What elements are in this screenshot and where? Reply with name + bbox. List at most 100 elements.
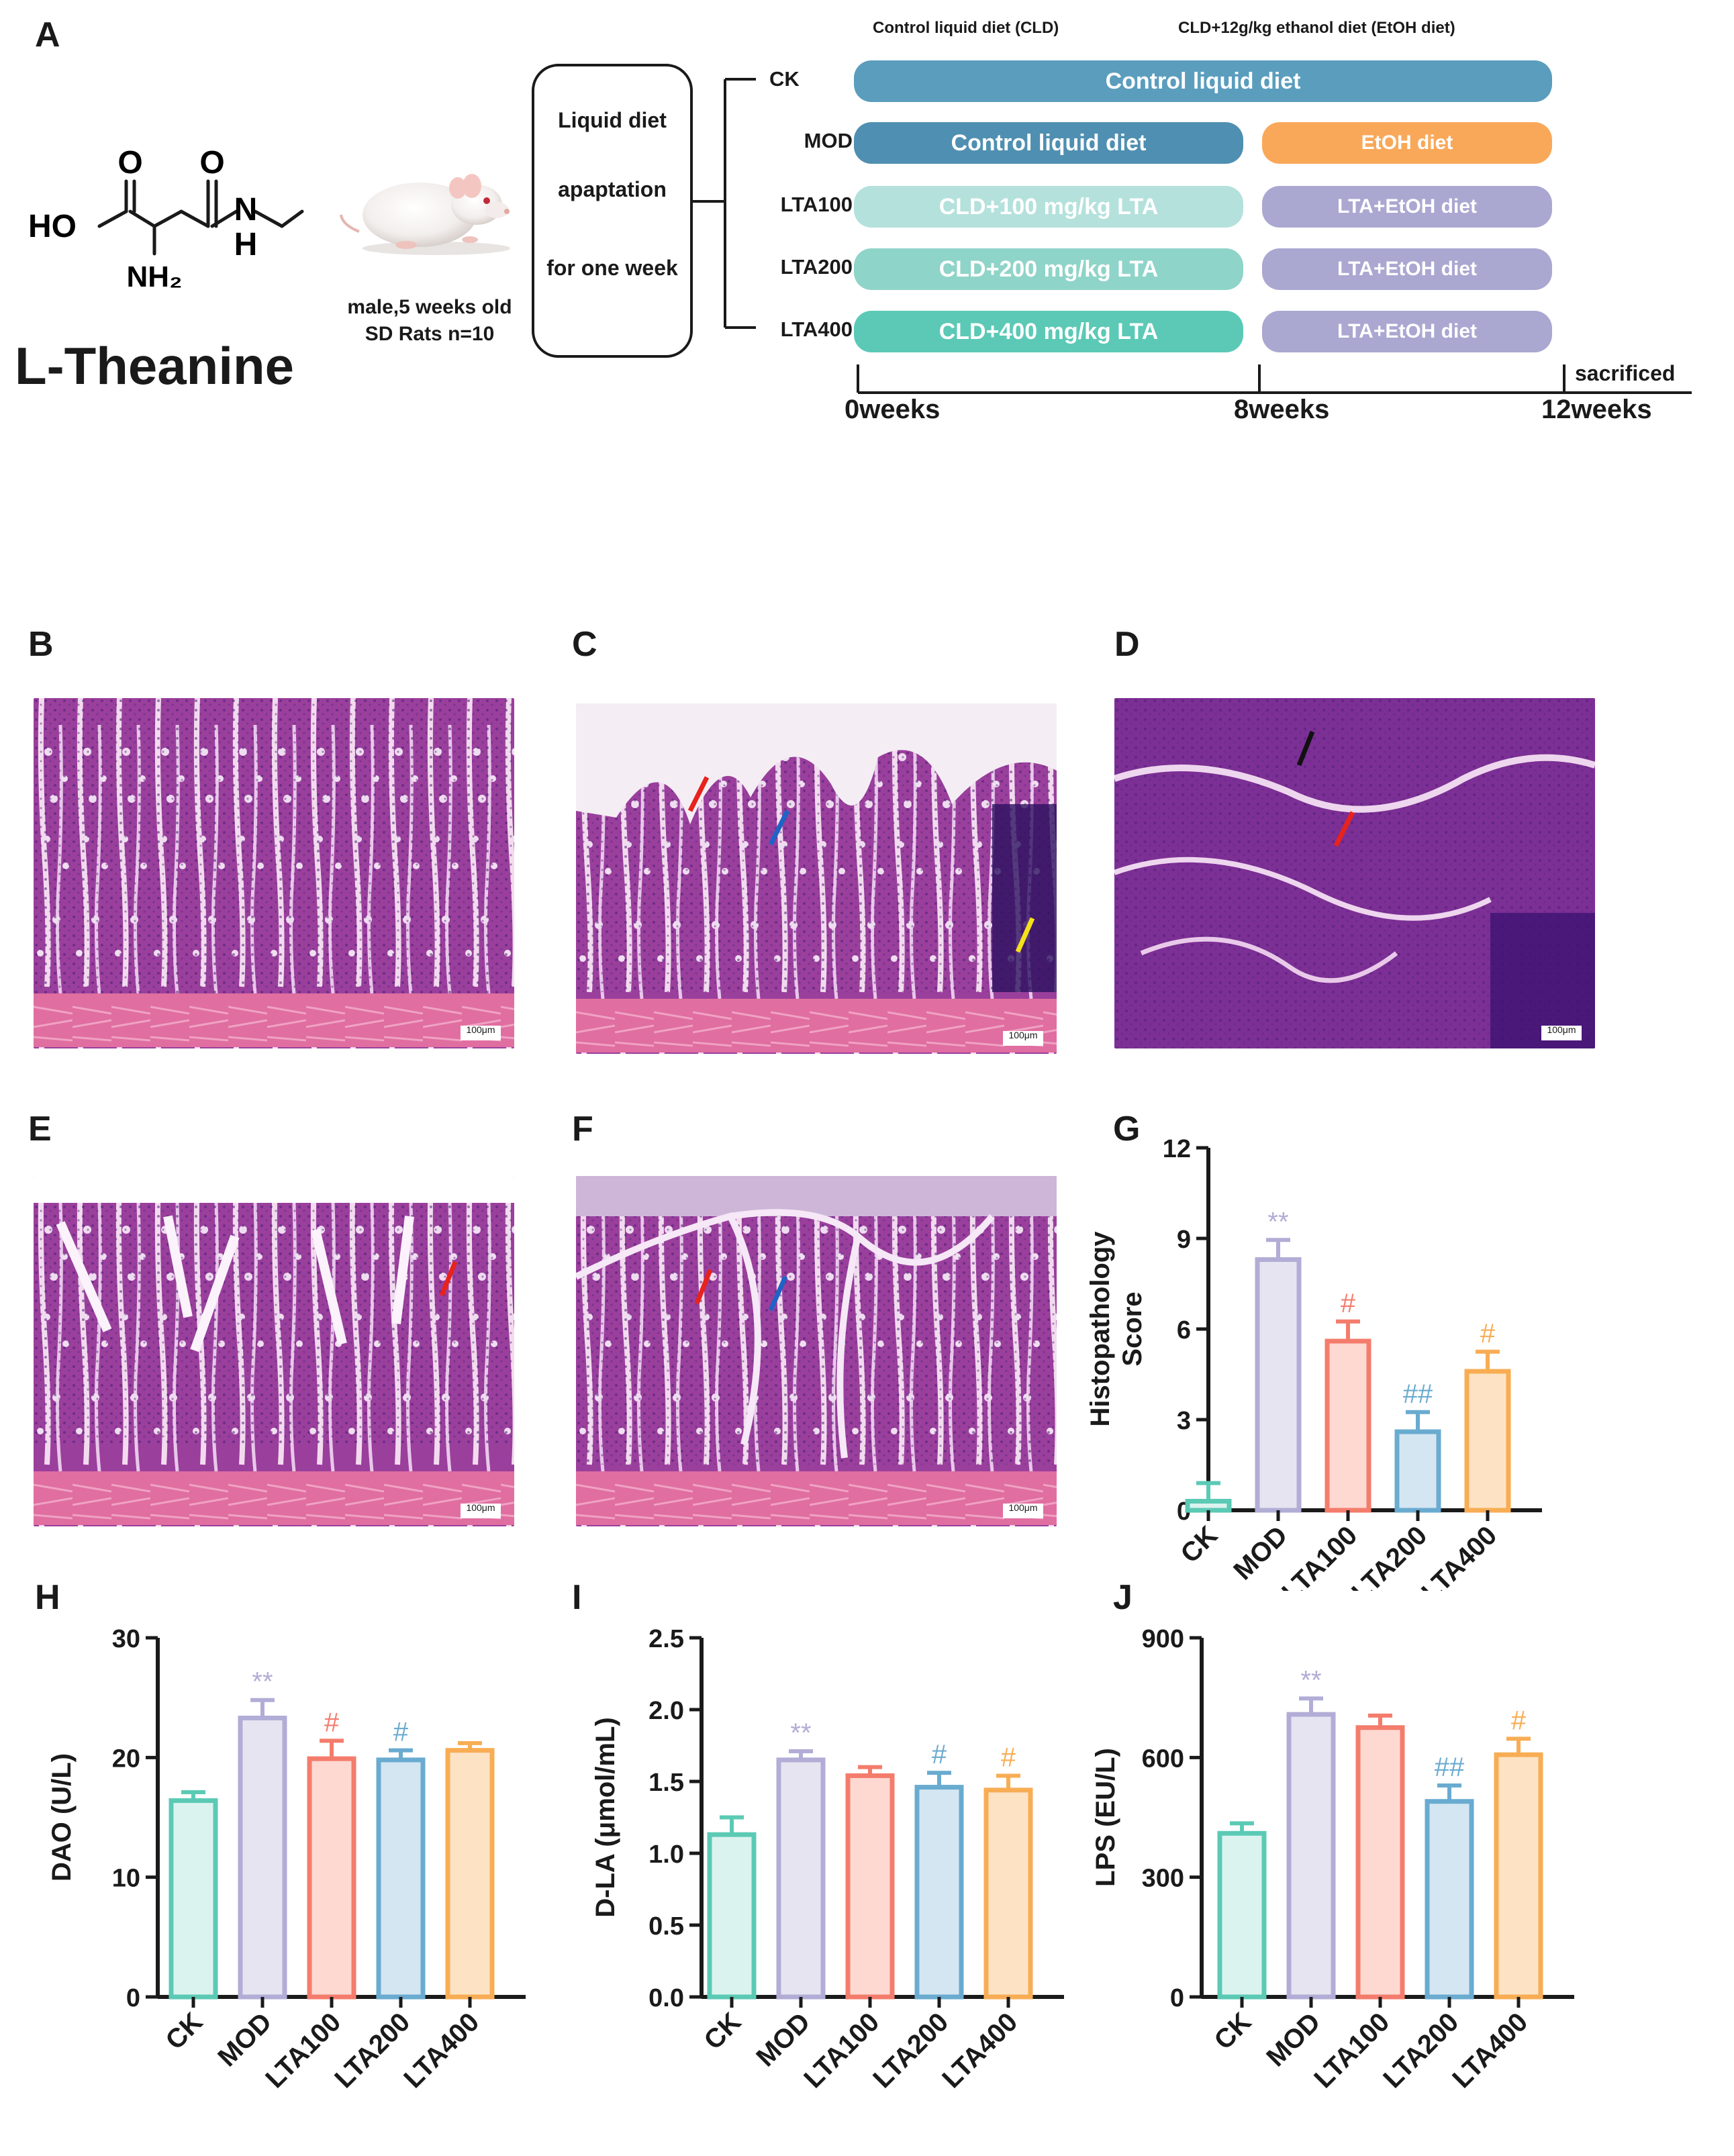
x-tick-label: MOD <box>1261 2007 1326 2072</box>
bar-mod <box>1255 1257 1302 1513</box>
panel-letter-e: E <box>28 1110 52 1148</box>
x-tick-label: LTA400 <box>936 2007 1023 2094</box>
atom-h: H <box>234 227 258 262</box>
timeline-8weeks: 8weeks <box>1234 395 1330 424</box>
y-tick-label: 3 <box>1177 1407 1191 1435</box>
bar-ck <box>707 1832 757 2000</box>
y-tick-label: 0.0 <box>648 1984 684 2012</box>
y-tick-label: 6 <box>1177 1316 1191 1344</box>
bar-lta100 <box>307 1756 356 2000</box>
panel-letter-f: F <box>572 1110 593 1148</box>
significance-label: ** <box>790 1718 811 1748</box>
significance-label: ## <box>1435 1753 1465 1782</box>
panel-letter-a: A <box>35 15 60 54</box>
y-tick-label: 1.0 <box>648 1841 684 1869</box>
x-tick-label: CK <box>160 2007 208 2055</box>
x-tick-label: LTA100 <box>1276 1520 1363 1591</box>
histology-image-c: 100μm <box>576 703 1057 1054</box>
x-tick-label: LTA200 <box>867 2007 954 2094</box>
x-tick-label: LTA100 <box>260 2007 346 2094</box>
header-cld: Control liquid diet (CLD) <box>873 19 1059 37</box>
y-tick-label: 0 <box>126 1984 140 2012</box>
x-tick-label: CK <box>698 2007 746 2055</box>
bar-lta200 <box>1425 1799 1474 2000</box>
bar-lta400 <box>1464 1369 1511 1513</box>
significance-label: # <box>1480 1319 1496 1349</box>
bar-lta100 <box>1324 1338 1371 1513</box>
y-tick-label: 20 <box>112 1745 140 1773</box>
y-axis-label: LPS (EU/L) <box>1091 1748 1120 1887</box>
y-tick-label: 0 <box>1170 1984 1184 2012</box>
histology-image-d: 100μm <box>1114 698 1595 1048</box>
scale-bar-label: 100μm <box>466 1502 495 1513</box>
panel-letter-i: I <box>572 1578 582 1617</box>
panel-letter-c: C <box>572 625 597 664</box>
x-tick-label: LTA400 <box>398 2007 485 2094</box>
y-tick-label: 12 <box>1163 1135 1191 1163</box>
x-tick-label: CK <box>1208 2007 1257 2055</box>
y-tick-label: 9 <box>1177 1226 1191 1254</box>
histology-image-b: 100μm <box>34 698 514 1048</box>
group-label-ck: CK <box>769 67 800 91</box>
y-axis-label: DAO (U/L) <box>47 1753 77 1881</box>
compound-name: L-Theanine <box>15 336 295 395</box>
atom-nh2: NH₂ <box>126 260 182 293</box>
panel-letter-h: H <box>35 1578 60 1617</box>
y-tick-label: 300 <box>1142 1865 1184 1893</box>
x-tick-label: CK <box>1175 1520 1223 1569</box>
y-tick-label: 10 <box>112 1865 140 1893</box>
y-tick-label: 0.5 <box>648 1912 684 1941</box>
significance-label: # <box>1001 1743 1016 1772</box>
adaptation-line1: Liquid diet <box>558 108 667 132</box>
atom-o2: O <box>199 145 224 181</box>
x-tick-label: MOD <box>751 2007 816 2072</box>
significance-label: ** <box>1300 1665 1321 1695</box>
group-label-mod: MOD <box>804 129 853 152</box>
pill-lta200-cld: CLD+200 mg/kg LTA <box>854 248 1243 290</box>
bar-ck <box>1217 1830 1267 2000</box>
significance-label: ** <box>1267 1207 1288 1236</box>
pill-mod-etoh: EtOH diet <box>1262 122 1552 164</box>
group-bracket <box>690 78 756 329</box>
significance-label: # <box>932 1740 947 1769</box>
significance-label: # <box>324 1708 340 1737</box>
panel-letter-g: G <box>1113 1110 1141 1148</box>
y-tick-label: 30 <box>112 1625 140 1653</box>
pill-lta100-cld: CLD+100 mg/kg LTA <box>854 186 1243 228</box>
significance-label: # <box>1511 1706 1527 1735</box>
scale-bar-label: 100μm <box>1008 1502 1038 1513</box>
bar-lta200 <box>914 1785 964 2000</box>
y-tick-label: 900 <box>1142 1625 1184 1653</box>
pill-ck-control: Control liquid diet <box>854 60 1552 102</box>
l-theanine-structure: O O HO N H NH₂ <box>28 145 304 293</box>
y-axis-label: Histopathology <box>1086 1231 1115 1427</box>
x-tick-label: MOD <box>1228 1520 1293 1585</box>
bar-lta100 <box>845 1773 895 2000</box>
bar-mod <box>1286 1712 1336 2000</box>
bar-ck <box>168 1798 218 2000</box>
timeline-0weeks: 0weeks <box>845 395 941 424</box>
scale-bar-label: 100μm <box>1547 1024 1576 1035</box>
pill-lta100-etoh: LTA+EtOH diet <box>1262 186 1552 228</box>
y-tick-label: 600 <box>1142 1745 1184 1773</box>
significance-label: ## <box>1403 1379 1433 1409</box>
panel-letter-j: J <box>1113 1578 1133 1617</box>
group-label-lta100: LTA100 <box>780 193 853 216</box>
y-tick-label: 2.5 <box>648 1625 684 1653</box>
rat-caption-line2: SD Rats n=10 <box>365 323 495 345</box>
x-tick-label: LTA400 <box>1416 1520 1502 1591</box>
atom-n: N <box>234 192 258 228</box>
x-tick-label: LTA400 <box>1447 2007 1533 2094</box>
group-label-lta400: LTA400 <box>780 317 853 341</box>
rat-caption: male,5 weeks old SD Rats n=10 <box>322 294 537 348</box>
bar-ck <box>1185 1499 1232 1513</box>
bar-lta400 <box>1494 1752 1543 2000</box>
x-tick-label: LTA200 <box>1378 2007 1464 2094</box>
header-etoh: CLD+12g/kg ethanol diet (EtOH diet) <box>1178 19 1455 37</box>
histology-image-f: 100μm <box>576 1176 1057 1526</box>
atom-o1: O <box>117 145 142 181</box>
y-tick-label: 1.5 <box>648 1769 684 1797</box>
